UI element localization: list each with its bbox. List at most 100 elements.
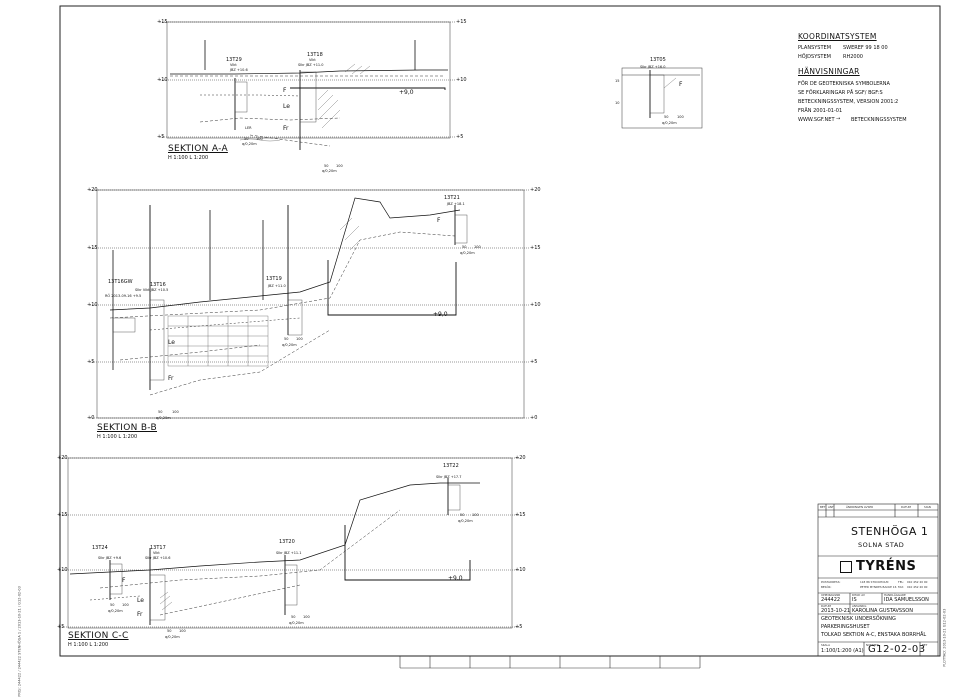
b-b-bh-13t16-s1: 100	[172, 410, 179, 414]
c-c-level-mark: +9,0	[448, 575, 463, 582]
legend-koord-heading: KOORDINATSYSTEM	[798, 32, 877, 41]
c-c-scale: H 1:100 L 1:200	[68, 642, 109, 648]
a-a-soil-fr: Fr	[283, 125, 289, 132]
b-b-bh-13t16-s0: 50	[158, 410, 163, 414]
a-a-soil-ler: LER	[245, 126, 252, 130]
a-a-bh-13t18: 13T18	[307, 52, 323, 58]
legend-height-label: HÖJDSYSTEM	[798, 54, 831, 60]
tb-desc-0: GEOTEKNISK UNDERSÖKNING	[821, 616, 896, 622]
c-c-bh-13t22: 13T22	[443, 463, 459, 469]
tb-datum: 2013-10-21	[821, 608, 851, 614]
c-c-bh-13t22-unit: q/0,20m	[458, 519, 473, 523]
c-c-bh-13t24: 13T24	[92, 545, 108, 551]
tb-number: G12-02-03	[868, 644, 926, 655]
b-b-bh-13t19-l0: JBZ +11.0	[268, 284, 286, 288]
b-b-elev-left-4: +0	[87, 415, 95, 421]
b-b-bh-13t21-l0: JBZ +18.1	[447, 202, 465, 206]
c-c-soil-le: Le	[137, 597, 144, 604]
tb-skala: 1:100/1:200 (A1)	[821, 648, 864, 654]
c-c-elev-right-1: +15	[515, 512, 526, 518]
a-a-elev-left-1: +10	[157, 77, 168, 83]
a-a-level-mark: +9,0	[399, 89, 414, 96]
tb-rev-andring: ÄNDRINGEN AVSER	[846, 505, 874, 509]
c-c-bh-13t20-s1: 100	[303, 615, 310, 619]
b-b-bh-13t16-unit: q/0,20m	[156, 416, 171, 420]
a-a-bh-13t29-s1: 100	[256, 137, 263, 141]
c-c-bh-13t17-s1: 100	[179, 629, 186, 633]
tb-fax-label: FAX:	[898, 585, 905, 589]
legend-plan-label: PLANSYSTEM	[798, 45, 832, 51]
b-b-bh-13t21-s0: 50	[462, 245, 467, 249]
b-b-bh-13t19-s0: 50	[284, 337, 289, 341]
legend-url[interactable]: WWW.SGF.NET	[798, 117, 835, 123]
c-c-bh-13t24-s0: 50	[110, 603, 115, 607]
inset-elev-1: 10	[615, 101, 620, 105]
tb-bet-label: BET	[922, 643, 928, 647]
a-a-bh-13t29-unit: q/0,20m	[242, 142, 257, 146]
b-b-elev-right-0: +20	[530, 187, 541, 193]
b-b-bh-13t21-unit: q/0,20m	[460, 251, 475, 255]
c-c-elev-right-3: +5	[515, 624, 523, 630]
b-b-soil-fr: Fr	[168, 375, 174, 382]
legend-plan-value: SWEREF 99 18 00	[843, 45, 888, 51]
tb-place: SOLNA STAD	[858, 541, 905, 549]
tb-handl-label: HANDLÄGGARE	[884, 593, 906, 597]
side-text-right: PLOTTAD: 2013-10-21 G12-02-03	[942, 608, 947, 667]
b-b-elev-right-3: +5	[530, 359, 538, 365]
a-a-soil-le: Le	[283, 103, 290, 110]
c-c-elev-left-3: +5	[57, 624, 65, 630]
a-a-bh-13t18-s0: 50	[324, 164, 329, 168]
legend-line-3: FRÅN 2001-01-01	[798, 108, 843, 114]
b-b-bh-13t16: 13T16	[150, 282, 166, 288]
tb-project: STENHÖGA 1	[851, 525, 929, 538]
c-c-elev-left-1: +15	[57, 512, 68, 518]
a-a-soil-f: F	[283, 87, 287, 94]
c-c-bh-13t20: 13T20	[279, 539, 295, 545]
b-b-bh-13t19: 13T19	[266, 276, 282, 282]
tb-uppdrag-label: UPPDRAGSNR	[821, 593, 841, 597]
tb-address: 118 86 STOCKHOLM	[860, 580, 889, 584]
tb-fax: 010 452 20 00	[907, 585, 928, 589]
b-b-elev-left-2: +10	[87, 302, 98, 308]
c-c-bh-13t24-s1: 100	[122, 603, 129, 607]
legend-arrow-target: BETECKNINGSSYSTEM	[851, 117, 907, 123]
b-b-bh-13t21: 13T21	[444, 195, 460, 201]
a-a-bh-13t29-s0: 50	[244, 137, 249, 141]
c-c-bh-13t20-l0: SIkr JBZ +11.1	[276, 551, 302, 555]
title-block-frame	[817, 503, 939, 657]
tb-uppdrag: 244422	[821, 597, 841, 603]
b-b-elev-left-3: +5	[87, 359, 95, 365]
b-b-elev-right-2: +10	[530, 302, 541, 308]
inset-bh-id: 13T05	[650, 57, 666, 63]
a-a-elev-left-0: +15	[157, 19, 168, 25]
tb-address-label: POSTADRESS:	[821, 580, 841, 584]
b-b-bh-13t21-s1: 100	[474, 245, 481, 249]
b-b-bh-13t16gw: 13T16GW	[108, 279, 133, 285]
tb-company: TYRÉNS	[856, 559, 917, 574]
b-b-bh-13t19-s1: 100	[296, 337, 303, 341]
tb-rev-bet: BET	[820, 505, 826, 509]
inset-elev-0: 15	[615, 79, 620, 83]
c-c-elev-right-2: +10	[515, 567, 526, 573]
inset-soil: F	[679, 81, 683, 88]
inset-scale-0: 50	[664, 115, 669, 119]
tb-ansvarig: KAROLINA GUSTAVSSON	[852, 608, 913, 614]
c-c-soil-fr: Fr	[137, 611, 143, 618]
c-c-elev-left-2: +10	[57, 567, 68, 573]
tb-rev-sign: SIGN	[924, 505, 931, 509]
tb-datum-label: DATUM	[821, 604, 831, 608]
tb-tel-label: TEL:	[898, 580, 904, 584]
b-b-elev-right-1: +15	[530, 245, 541, 251]
a-a-bh-13t29: 13T29	[226, 57, 242, 63]
b-b-bh-13t16gw-l0: RÖ 2013-09-16 +9.5	[105, 294, 142, 298]
c-c-bh-13t17-l1: SIkr JBZ +10.6	[145, 556, 171, 560]
bottom-ticks	[399, 656, 701, 669]
b-b-elev-left-1: +15	[87, 245, 98, 251]
c-c-bh-13t20-s0: 50	[291, 615, 296, 619]
tb-num-label: NUMMER	[866, 643, 879, 647]
company-logo-icon	[840, 561, 852, 573]
c-c-bh-13t24-l0: SIkr JBZ +9.6	[98, 556, 122, 560]
b-b-bh-13t19-unit: q/0,20m	[282, 343, 297, 347]
a-a-bh-13t18-l1: SIkr JBZ +11.0	[298, 63, 324, 67]
sheet-border	[59, 5, 941, 657]
